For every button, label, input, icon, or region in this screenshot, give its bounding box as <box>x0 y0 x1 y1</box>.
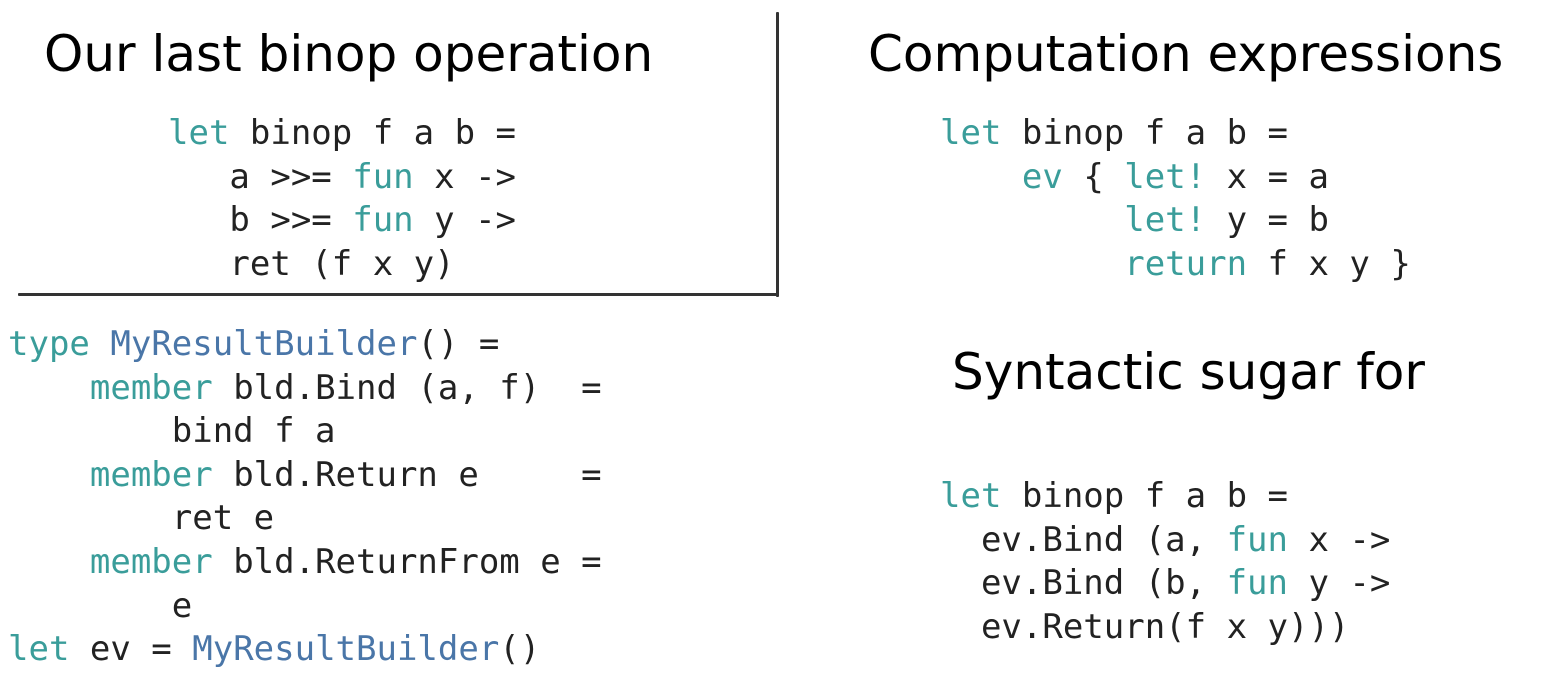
code-line: return f x y } <box>940 243 1411 287</box>
code-text: bind f a <box>8 411 336 452</box>
code-line: b >>= fun y -> <box>168 199 516 243</box>
code-line: member bld.Return e = <box>8 454 602 498</box>
code-keyword: fun <box>1226 519 1288 560</box>
code-text: binop f a b = <box>1001 476 1288 516</box>
builder-code-block: type MyResultBuilder() = member bld.Bind… <box>8 323 602 672</box>
code-text: a >>= <box>168 156 353 197</box>
code-keyword: fun <box>352 156 414 197</box>
code-keyword: let! <box>1124 156 1207 197</box>
code-line: let binop f a b = <box>168 112 516 156</box>
code-keyword: let <box>940 113 1002 153</box>
code-text <box>8 455 90 495</box>
syntactic-sugar-subtitle: Syntactic sugar for <box>952 343 1425 401</box>
code-line: ret e <box>8 497 602 541</box>
code-text: binop f a b = <box>1001 113 1288 153</box>
code-text: y -> <box>413 200 517 241</box>
code-line: e <box>8 585 602 629</box>
box-divider-horizontal <box>18 293 779 296</box>
code-text: ev.Return(f x y))) <box>940 606 1350 647</box>
desugared-code-block: let binop f a b = ev.Bind (a, fun x -> e… <box>940 475 1390 649</box>
code-line: ev { let! x = a <box>940 156 1411 200</box>
code-text: f x y } <box>1247 243 1411 284</box>
code-text: x = a <box>1206 156 1329 197</box>
code-text: e <box>8 585 193 626</box>
code-text: ev.Bind (a, <box>940 519 1227 560</box>
code-keyword: return <box>1124 243 1248 284</box>
code-keyword: fun <box>352 200 414 241</box>
code-keyword: type <box>8 324 90 364</box>
code-text: ev.Bind (b, <box>940 563 1227 604</box>
code-text: x -> <box>1288 519 1391 560</box>
code-line: ev.Return(f x y))) <box>940 606 1390 650</box>
code-text <box>940 157 1022 197</box>
code-text: ret (f x y) <box>168 243 455 284</box>
code-text: () <box>499 629 541 670</box>
code-type-name: MyResultBuilder <box>110 324 418 364</box>
right-title: Computation expressions <box>868 25 1504 83</box>
code-text: () = <box>417 324 500 364</box>
code-text <box>940 244 1124 284</box>
code-keyword: member <box>89 367 213 408</box>
code-line: let binop f a b = <box>940 475 1390 519</box>
code-keyword: let <box>940 476 1002 516</box>
code-keyword: let <box>168 113 230 153</box>
code-line: ret (f x y) <box>168 243 516 287</box>
code-type-name: MyResultBuilder <box>192 629 500 670</box>
code-text <box>8 542 90 582</box>
binop-code-block: let binop f a b = a >>= fun x -> b >>= f… <box>168 112 516 286</box>
code-line: bind f a <box>8 410 602 454</box>
code-text <box>940 200 1124 240</box>
code-text: y = b <box>1206 200 1329 241</box>
computation-expression-code-block: let binop f a b = ev { let! x = a let! y… <box>940 112 1411 286</box>
code-keyword: ev <box>1021 156 1063 197</box>
code-keyword: member <box>89 454 213 495</box>
code-text <box>8 368 90 408</box>
code-text: ev = <box>69 629 193 670</box>
code-text: b >>= <box>168 200 353 241</box>
code-line: let ev = MyResultBuilder() <box>8 628 602 672</box>
left-title: Our last binop operation <box>44 25 654 83</box>
code-keyword: fun <box>1226 563 1288 604</box>
code-keyword: let! <box>1124 200 1207 241</box>
code-line: ev.Bind (a, fun x -> <box>940 519 1390 563</box>
code-text: binop f a b = <box>229 113 516 153</box>
code-line: let binop f a b = <box>940 112 1411 156</box>
code-line: a >>= fun x -> <box>168 156 516 200</box>
code-text <box>90 324 110 364</box>
code-text: { <box>1062 156 1125 197</box>
code-text: bld.Bind (a, f) = <box>212 367 602 408</box>
code-text: x -> <box>413 156 517 197</box>
code-line: let! y = b <box>940 199 1411 243</box>
code-text: y -> <box>1288 563 1391 604</box>
code-line: ev.Bind (b, fun y -> <box>940 562 1390 606</box>
code-line: type MyResultBuilder() = <box>8 323 602 367</box>
code-text: bld.ReturnFrom e = <box>212 541 602 582</box>
code-keyword: member <box>89 541 213 582</box>
box-divider-vertical <box>776 12 779 297</box>
code-line: member bld.Bind (a, f) = <box>8 367 602 411</box>
code-keyword: let <box>8 629 70 670</box>
code-line: member bld.ReturnFrom e = <box>8 541 602 585</box>
code-text: ret e <box>8 498 275 539</box>
code-text: bld.Return e = <box>212 454 602 495</box>
